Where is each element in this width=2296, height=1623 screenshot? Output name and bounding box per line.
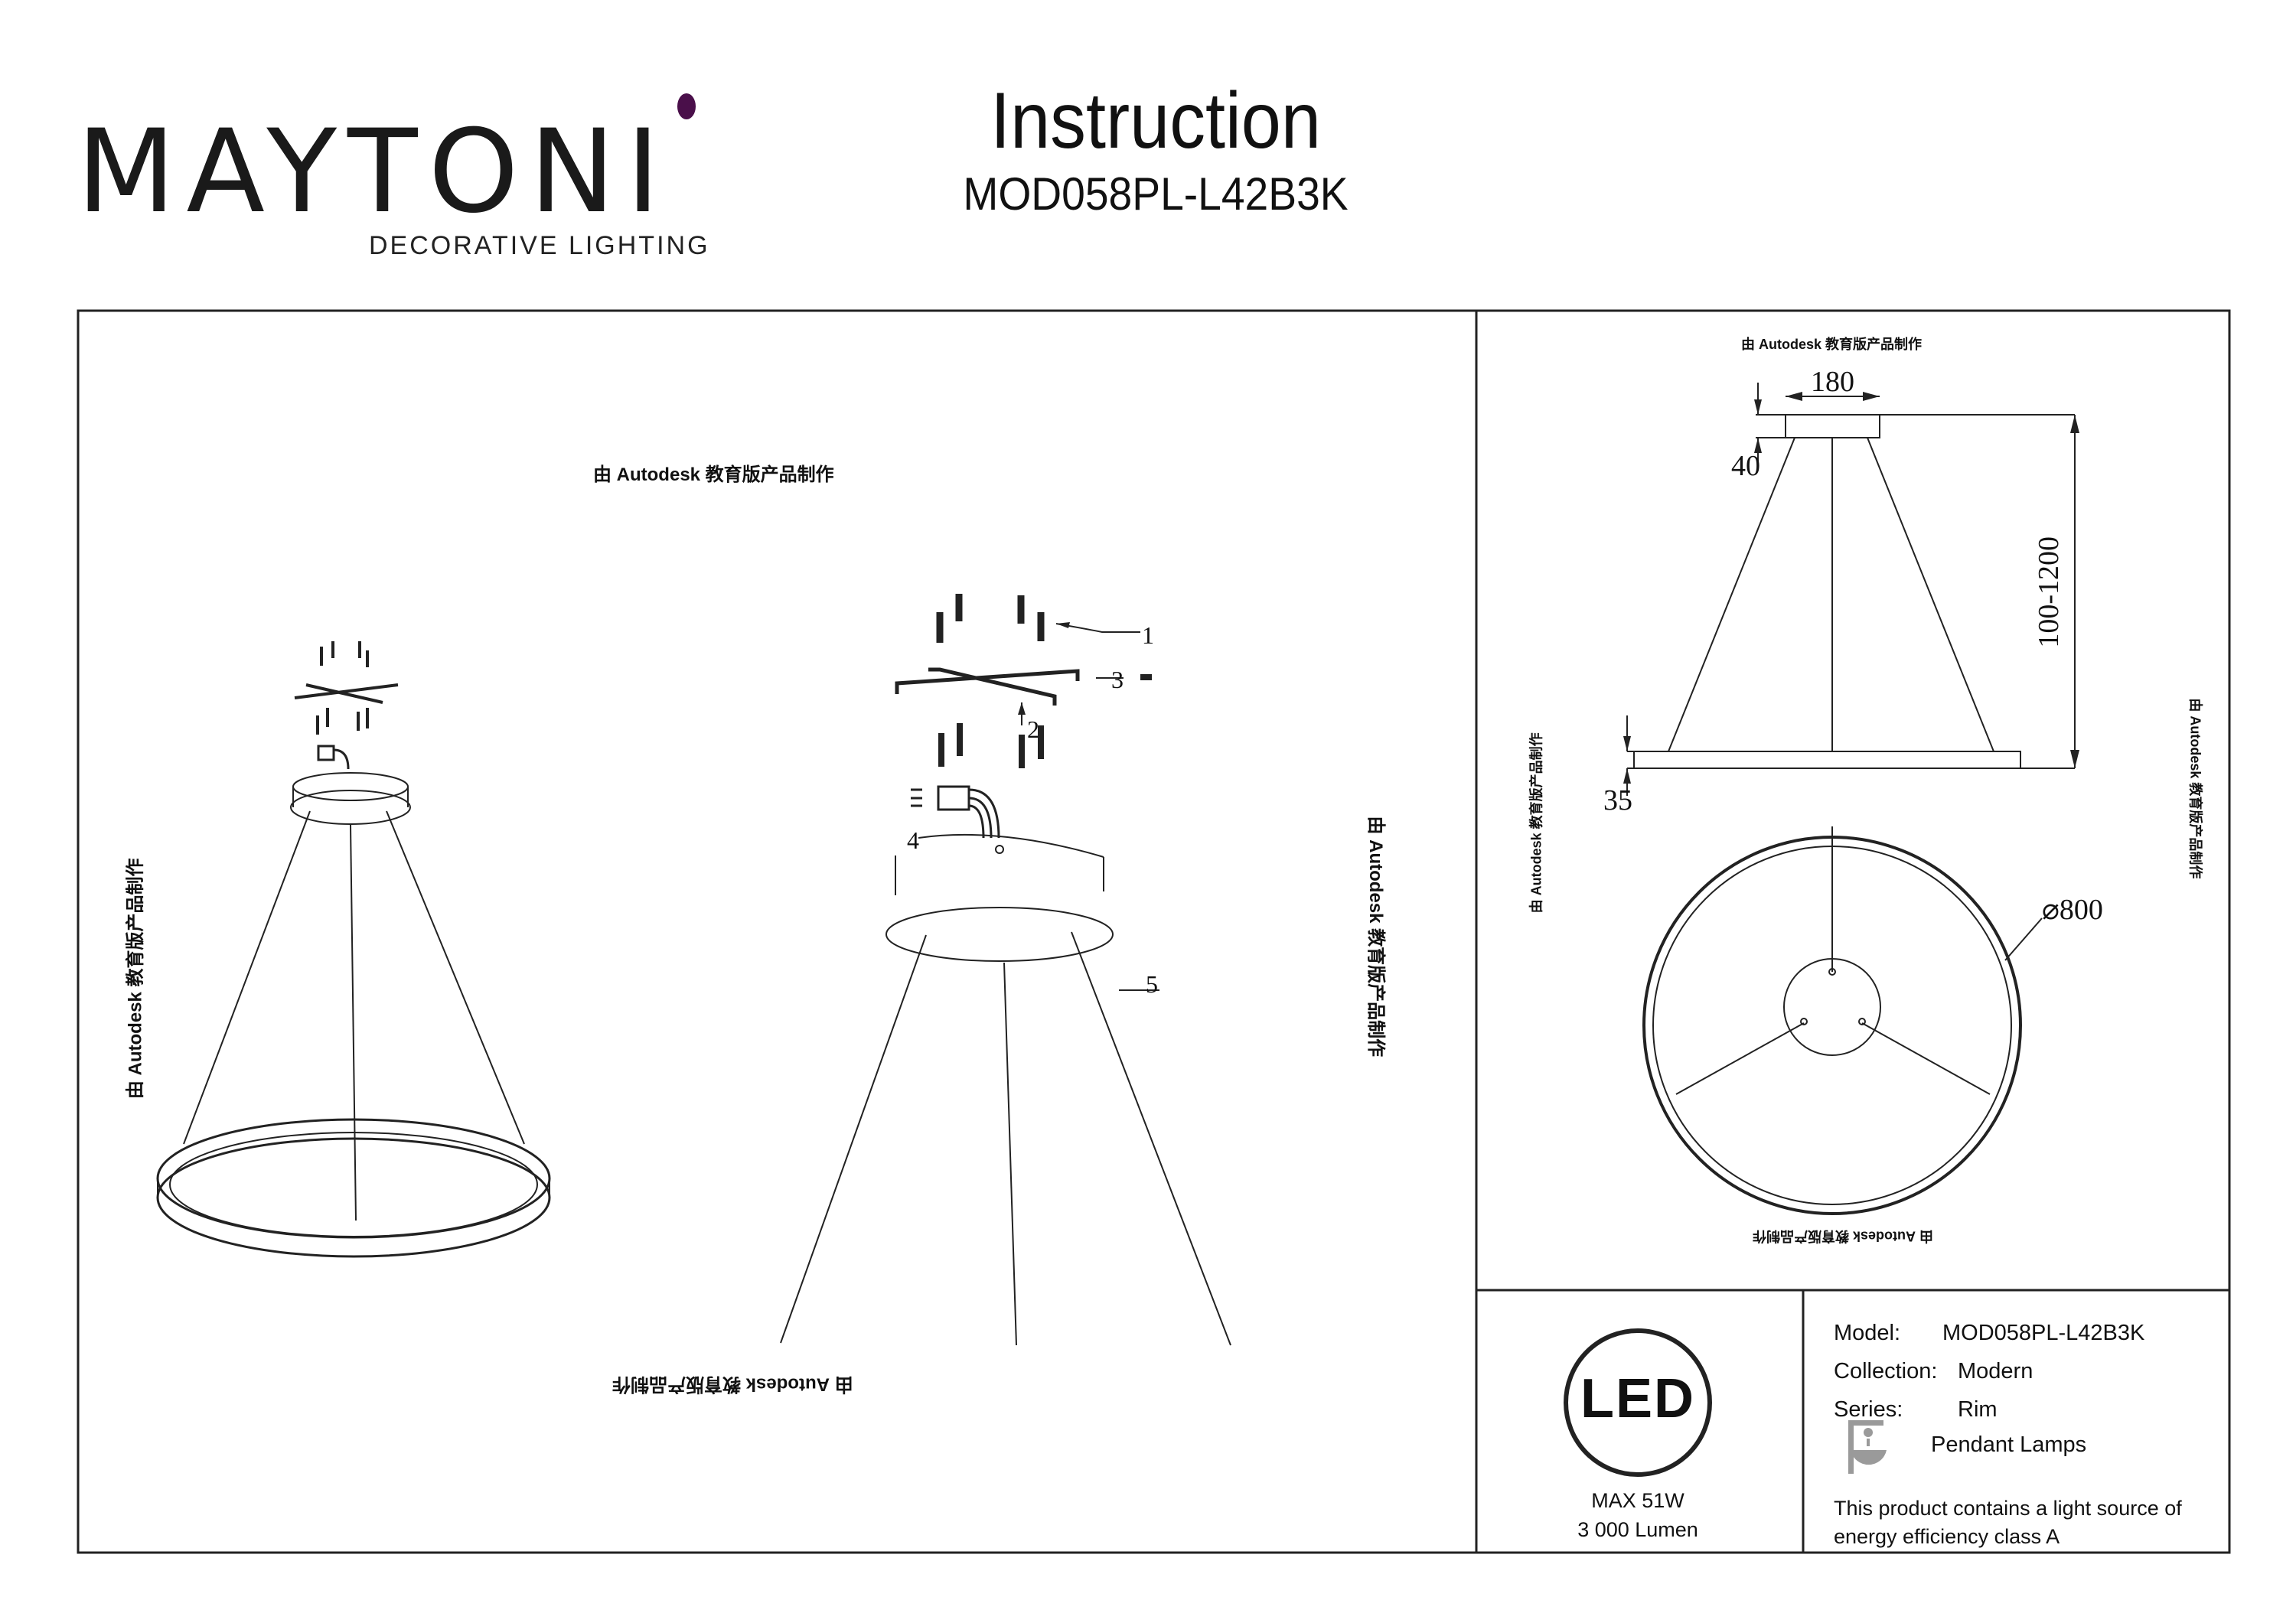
watermark-right-vertical-left: 由 Autodesk 教育版产品制作 xyxy=(1528,732,1544,914)
mounting-bracket xyxy=(895,667,1080,706)
model-label: Model: xyxy=(1834,1321,1901,1345)
watermark-bottom-flipped: 由 Autodesk 教育版产品制作 xyxy=(612,1374,853,1395)
wall-plugs xyxy=(936,594,1045,643)
watermark-left-vertical: 由 Autodesk 教育版产品制作 xyxy=(125,858,146,1100)
series-label: Series: xyxy=(1834,1397,1903,1422)
pendant-overview xyxy=(156,641,551,1258)
led-label: LED xyxy=(1580,1368,1695,1429)
watermark-top-left: 由 Autodesk 教育版产品制作 xyxy=(593,464,834,485)
dimension-drawing xyxy=(1626,383,2076,1215)
dim-canopy-width: 180 xyxy=(1811,366,1854,398)
watermark-right-top: 由 Autodesk 教育版产品制作 xyxy=(1741,337,1923,352)
assembly-diagram xyxy=(780,594,1231,1346)
model-code: MOD058PL-L42B3K xyxy=(963,168,1349,220)
logo-dot xyxy=(677,93,696,119)
watermark-right-vertical-right: 由 Autodesk 教育版产品制作 xyxy=(2187,698,2203,879)
dim-cable-length: 100-1200 xyxy=(2032,536,2065,648)
dim-ring-diameter: ⌀800 xyxy=(2042,894,2103,926)
lumen-output: 3 000 Lumen xyxy=(1577,1518,1698,1541)
terminal-block xyxy=(937,785,970,811)
energy-note-line1: This product contains a light source of xyxy=(1834,1497,2182,1520)
dim-ring-height: 35 xyxy=(1603,784,1632,816)
outer-frame xyxy=(77,309,2231,1554)
brand-logo: MAYTONI xyxy=(77,106,671,239)
brand-tagline: DECORATIVE LIGHTING xyxy=(369,231,710,260)
part-4-label: 4 xyxy=(907,826,919,854)
small-screws xyxy=(316,641,369,735)
watermark-middle-vertical: 由 Autodesk 教育版产品制作 xyxy=(1365,816,1387,1058)
pendant-lamp-icon xyxy=(1848,1420,1887,1474)
collection-value: Modern xyxy=(1958,1359,2033,1383)
max-power: MAX 51W xyxy=(1591,1489,1684,1512)
part-5-label: 5 xyxy=(1146,970,1158,998)
led-badge xyxy=(1564,1328,1712,1477)
category-label: Pendant Lamps xyxy=(1931,1432,2087,1457)
part-1-label: 1 xyxy=(1142,621,1154,649)
watermark-right-bottom-flipped: 由 Autodesk 教育版产品制作 xyxy=(1753,1228,1934,1244)
part-2-label: 2 xyxy=(1027,715,1039,743)
screws xyxy=(938,723,1044,768)
series-value: Rim xyxy=(1958,1397,1998,1422)
model-value: MOD058PL-L42B3K xyxy=(1942,1321,2145,1345)
energy-note-line2: energy efficiency class A xyxy=(1834,1525,2060,1548)
collection-label: Collection: xyxy=(1834,1359,1938,1383)
dimension-arrows xyxy=(1018,392,2079,784)
part-3-label: 3 xyxy=(1111,666,1124,693)
dim-canopy-height: 40 xyxy=(1731,450,1760,482)
page-title: Instruction xyxy=(990,77,1321,165)
